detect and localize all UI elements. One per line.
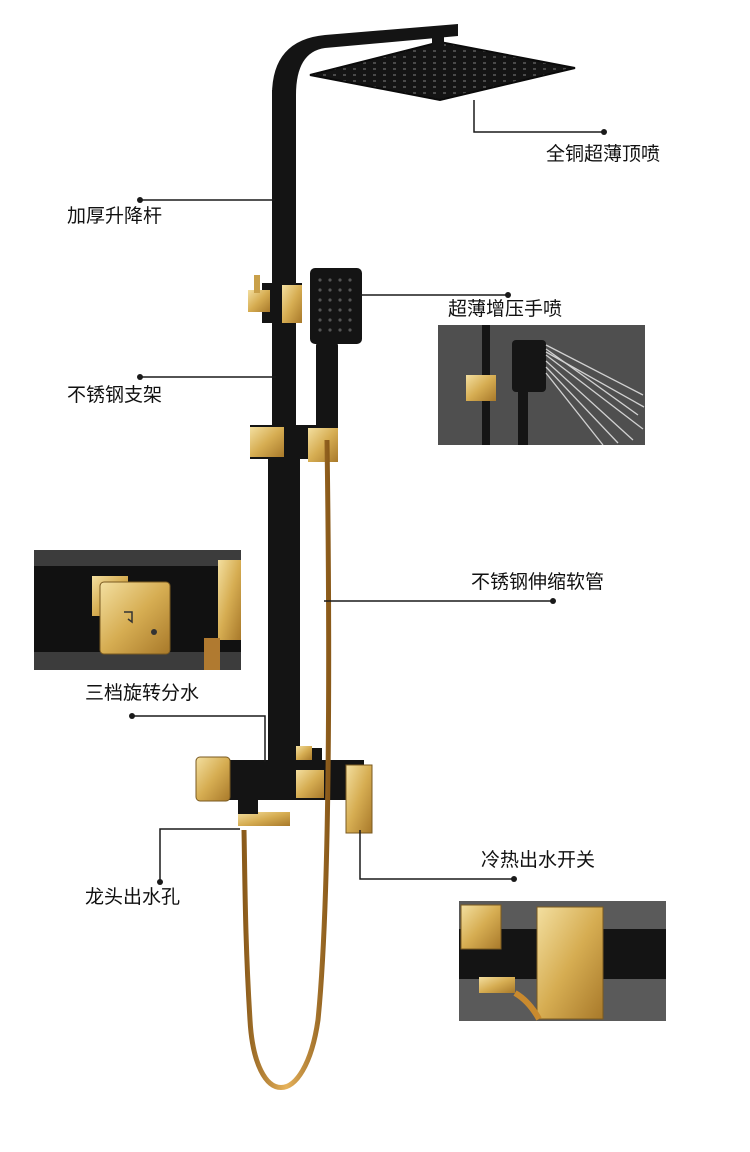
mixer-body (208, 760, 364, 800)
callout-spout: 龙头出水孔 (85, 886, 181, 908)
shower-arm (272, 24, 458, 95)
callout-bracket: 不锈钢支架 (67, 384, 163, 406)
callout-hose: 不锈钢伸缩软管 (471, 571, 605, 593)
diverter-knob (195, 756, 231, 802)
flex-hose (241, 439, 332, 1090)
diverter-detail-photo (34, 550, 241, 670)
hand-shower-handle (316, 340, 338, 440)
callout-diverter: 三档旋转分水 (85, 682, 200, 704)
valve-handle (345, 764, 373, 834)
hand-shower-detail-photo (438, 325, 645, 445)
callout-top-shower: 全铜超薄顶喷 (546, 143, 661, 165)
callout-hand-shower: 超薄增压手喷 (448, 298, 563, 320)
hand-shower-head (310, 268, 362, 344)
top-shower-head (309, 40, 576, 102)
tub-spout (238, 812, 290, 826)
valve-detail-photo (459, 901, 666, 1021)
callout-lifting-rod: 加厚升降杆 (67, 205, 163, 227)
callout-valve-switch: 冷热出水开关 (481, 849, 596, 871)
